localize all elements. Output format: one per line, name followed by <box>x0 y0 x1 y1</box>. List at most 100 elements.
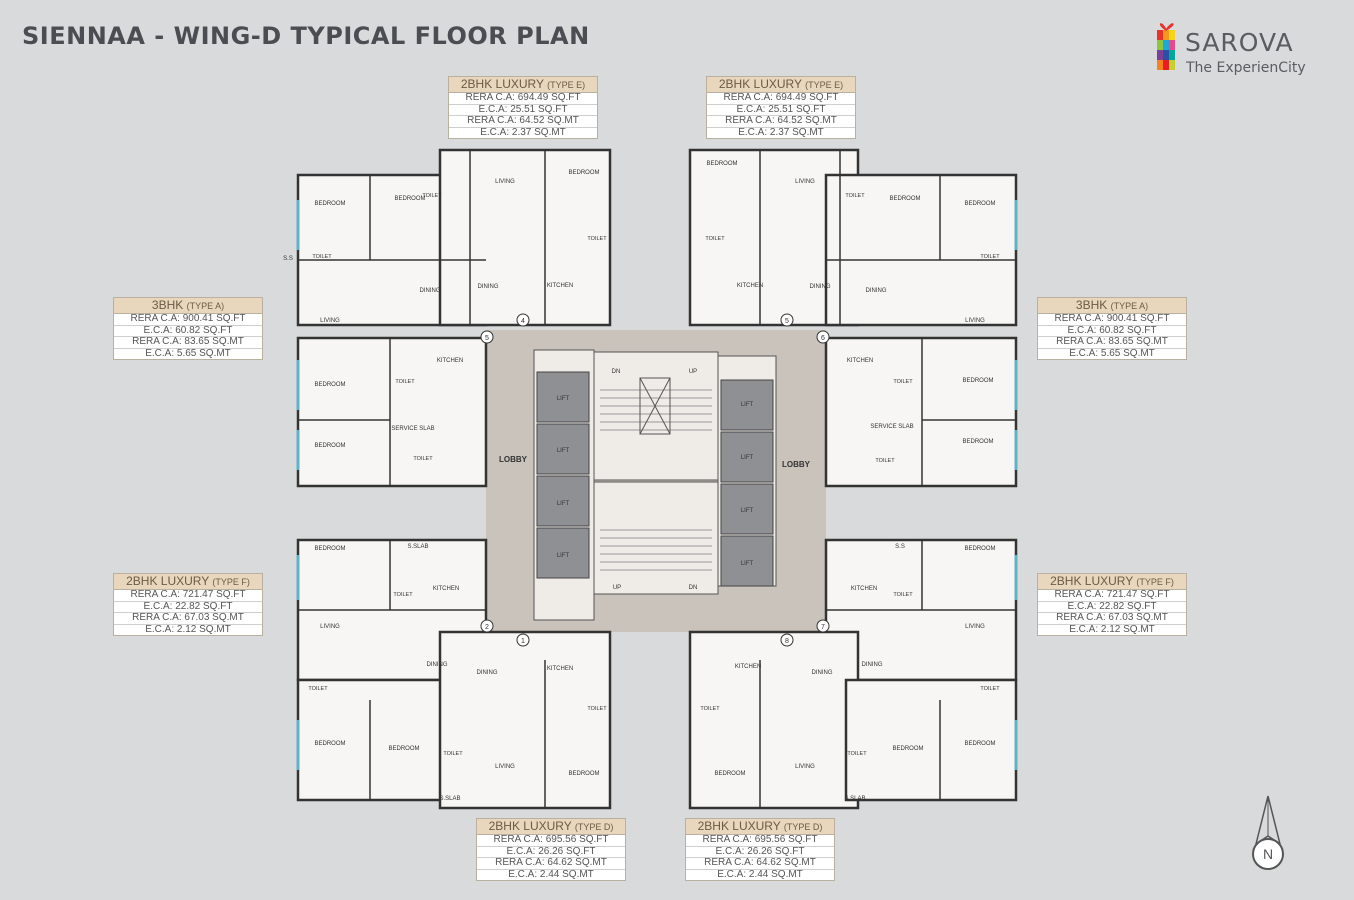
area-row: RERA C.A: 64.62 SQ.MT <box>686 857 834 870</box>
area-row: E.C.A: 60.82 SQ.FT <box>114 325 262 337</box>
unit-subtype: (TYPE D) <box>574 822 614 832</box>
room-dining: DINING <box>477 670 498 676</box>
area-row: RERA C.A: 695.56 SQ.FT <box>477 834 625 847</box>
lift-label: LIFT <box>741 561 754 567</box>
area-row: RERA C.A: 721.47 SQ.FT <box>1038 589 1186 602</box>
area-row: E.C.A: 26.26 SQ.FT <box>477 846 625 858</box>
unit-type: 3BHK <box>151 298 184 312</box>
room-dining: DINING <box>810 284 831 290</box>
area-row: RERA C.A: 83.65 SQ.MT <box>1038 336 1186 349</box>
room-toilet: TOILET <box>395 379 415 385</box>
room-dining: DINING <box>420 288 441 294</box>
room-ss: S.S <box>283 256 293 262</box>
area-row: RERA C.A: 900.41 SQ.FT <box>1038 313 1186 326</box>
unit-subtype: (TYPE E) <box>805 80 844 90</box>
flat-number: 7 <box>821 624 825 631</box>
apartment-blocks <box>296 148 1018 810</box>
area-row: RERA C.A: 721.47 SQ.FT <box>114 589 262 602</box>
room-living: LIVING <box>495 764 515 770</box>
unit-card-top-right: 2BHK LUXURY (TYPE E) RERA C.A: 694.49 SQ… <box>706 76 856 139</box>
unit-subtype: (TYPE F) <box>1136 577 1174 587</box>
area-row: E.C.A: 60.82 SQ.FT <box>1038 325 1186 337</box>
flat-number: 6 <box>821 335 825 342</box>
unit-card-bottom-left: 2BHK LUXURY (TYPE D) RERA C.A: 695.56 SQ… <box>476 818 626 881</box>
room-kitchen: KITCHEN <box>851 586 877 592</box>
north-label: N <box>1263 846 1273 862</box>
area-row: RERA C.A: 67.03 SQ.MT <box>114 612 262 625</box>
lift-label: LIFT <box>557 396 570 402</box>
room-dining: DINING <box>866 288 887 294</box>
room-dining: DINING <box>427 662 448 668</box>
room-toilet: TOILET <box>700 706 720 712</box>
unit-type: 2BHK LUXURY <box>460 77 544 91</box>
unit-card-mid-left-a: 3BHK (TYPE A) RERA C.A: 900.41 SQ.FT E.C… <box>113 297 263 360</box>
room-toilet: TOILET <box>847 751 867 757</box>
room-bedroom: BEDROOM <box>964 741 995 747</box>
room-s-slab: S.SLAB <box>439 796 460 802</box>
room-bedroom: BEDROOM <box>964 201 995 207</box>
room-bedroom: BEDROOM <box>388 746 419 752</box>
logo-brand: SAROVA <box>1185 28 1294 57</box>
unit-subtype: (TYPE F) <box>212 577 250 587</box>
room-toilet: TOILET <box>893 379 913 385</box>
room-bedroom: BEDROOM <box>964 546 995 552</box>
room-bedroom: BEDROOM <box>314 443 345 449</box>
area-row: E.C.A: 5.65 SQ.MT <box>1069 347 1155 359</box>
room-toilet: TOILET <box>705 236 725 242</box>
sarova-logo: SAROVA The ExperienCity <box>1155 18 1335 78</box>
room-bedroom: BEDROOM <box>889 196 920 202</box>
room-toilet: TOILET <box>875 458 895 464</box>
area-row: E.C.A: 2.37 SQ.MT <box>738 126 824 138</box>
room-bedroom: BEDROOM <box>568 771 599 777</box>
room-bedroom: BEDROOM <box>962 378 993 384</box>
lift-label: LIFT <box>557 448 570 454</box>
stair-dn-label: DN <box>689 585 698 591</box>
room-bedroom: BEDROOM <box>962 439 993 445</box>
lift-label: LIFT <box>741 508 754 514</box>
lobby-label-left: LOBBY <box>499 455 528 464</box>
room-bedroom: BEDROOM <box>314 546 345 552</box>
room-bedroom: BEDROOM <box>314 201 345 207</box>
gift-box-icon <box>1157 23 1175 70</box>
room-living: LIVING <box>965 318 985 324</box>
room-ss: S.S <box>895 544 905 550</box>
lift-left-3 <box>536 475 590 527</box>
flat-number: 5 <box>785 318 789 325</box>
room-toilet: TOILET <box>587 706 607 712</box>
lift-right-2 <box>720 431 774 483</box>
unit-type: 3BHK <box>1075 298 1108 312</box>
flat-number: 4 <box>521 318 525 325</box>
north-arrow-icon: N <box>1246 794 1290 874</box>
area-row: E.C.A: 25.51 SQ.FT <box>449 104 597 116</box>
room-dining: DINING <box>478 284 499 290</box>
area-row: E.C.A: 2.12 SQ.MT <box>145 623 231 635</box>
room-toilet: TOILET <box>312 254 332 260</box>
room-s-slab: S.SLAB <box>407 544 428 550</box>
room-living: LIVING <box>320 318 340 324</box>
flat-number: 1 <box>521 638 525 645</box>
area-row: RERA C.A: 83.65 SQ.MT <box>114 336 262 349</box>
area-row: RERA C.A: 64.52 SQ.MT <box>707 115 855 128</box>
room-bedroom: BEDROOM <box>314 382 345 388</box>
room-toilet: TOILET <box>393 592 413 598</box>
stair-up-label: UP <box>689 369 697 375</box>
area-row: RERA C.A: 694.49 SQ.FT <box>449 92 597 105</box>
room-bedroom: BEDROOM <box>714 771 745 777</box>
stair-up-label: UP <box>613 585 621 591</box>
area-row: RERA C.A: 67.03 SQ.MT <box>1038 612 1186 625</box>
unit-type: 2BHK LUXURY <box>718 77 802 91</box>
unit-card-top-left: 2BHK LUXURY (TYPE E) RERA C.A: 694.49 SQ… <box>448 76 598 139</box>
room-living: LIVING <box>795 764 815 770</box>
lift-label: LIFT <box>557 553 570 559</box>
unit-subtype: (TYPE E) <box>547 80 586 90</box>
lift-label: LIFT <box>557 501 570 507</box>
area-row: RERA C.A: 64.62 SQ.MT <box>477 857 625 870</box>
room-service-slab: SERVICE SLAB <box>870 424 913 430</box>
unit-subtype: (TYPE D) <box>783 822 823 832</box>
lobby-label-right: LOBBY <box>782 460 811 469</box>
staircase-upper <box>593 351 719 481</box>
flat-number: 2 <box>485 624 489 631</box>
room-bedroom: BEDROOM <box>314 741 345 747</box>
unit-subtype: (TYPE A) <box>1110 301 1149 311</box>
area-row: E.C.A: 5.65 SQ.MT <box>145 347 231 359</box>
